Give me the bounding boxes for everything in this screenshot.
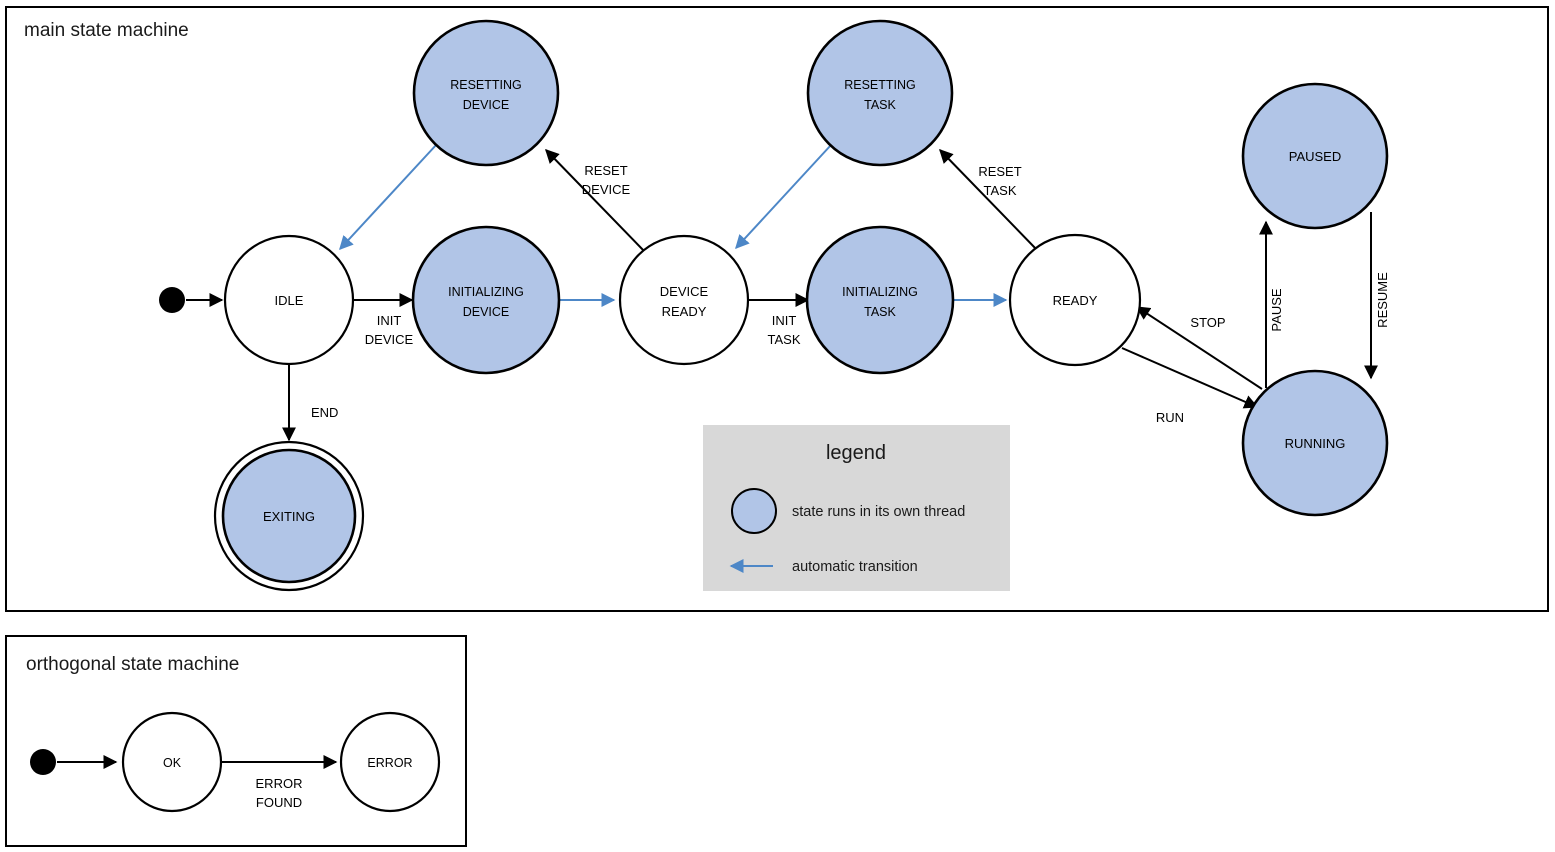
state-circle-error[interactable] bbox=[339, 711, 441, 813]
edge-label-pause: PAUSE bbox=[1269, 288, 1284, 331]
edge-ready-to-running bbox=[1121, 347, 1259, 409]
transition-resetting-task-device-ready bbox=[735, 144, 832, 250]
state-node-exiting[interactable]: EXITING bbox=[213, 440, 365, 592]
edge-label-run: RUN bbox=[1156, 410, 1184, 425]
state-label-ok: OK bbox=[163, 756, 182, 770]
state-node-resetting-task[interactable]: RESETTING TASK bbox=[806, 19, 954, 167]
state-circle-initializing-device[interactable] bbox=[411, 225, 561, 375]
state-label-resetting-task-line1: RESETTING bbox=[844, 78, 916, 92]
transition-running-paused: PAUSE bbox=[1259, 220, 1284, 388]
legend-panel: legend state runs in its own thread auto… bbox=[703, 425, 1010, 591]
edge-resetting-task-to-device-ready bbox=[735, 144, 832, 250]
thread-state-circle-icon bbox=[731, 488, 777, 534]
state-circle-ok[interactable] bbox=[121, 711, 223, 813]
main-transitions-layer: INIT DEVICE END RESET DEVICE bbox=[159, 143, 1390, 442]
edge-label-reset-task-line1: RESET bbox=[978, 164, 1021, 179]
edge-label-init-device-line1: INIT bbox=[377, 313, 402, 328]
edge-device-ready-to-resetting-device bbox=[545, 148, 646, 253]
edge-label-init-task-line1: INIT bbox=[772, 313, 797, 328]
state-label-paused: PAUSED bbox=[1289, 149, 1342, 164]
state-node-idle[interactable]: IDLE bbox=[223, 234, 355, 366]
state-label-initializing-task-line1: INITIALIZING bbox=[842, 285, 918, 299]
state-circle-resetting-device[interactable] bbox=[412, 19, 560, 167]
transition-device-ready-initializing-task: INIT TASK bbox=[749, 293, 810, 347]
orthogonal-state-machine-frame: orthogonal state machine ERROR FOUND OK … bbox=[5, 635, 467, 847]
transition-idle-exiting: END bbox=[282, 365, 338, 442]
orthogonal-state-node-error[interactable]: ERROR bbox=[339, 711, 441, 813]
legend-entry-automatic-transition: automatic transition bbox=[729, 559, 918, 575]
state-label-initializing-task-line2: TASK bbox=[864, 305, 896, 319]
edge-label-reset-task-line2: TASK bbox=[984, 183, 1017, 198]
orthogonal-transition-start-ok bbox=[30, 749, 118, 775]
state-label-ready: READY bbox=[1053, 293, 1098, 308]
state-label-running: RUNNING bbox=[1285, 436, 1346, 451]
transition-start-idle bbox=[159, 287, 224, 313]
state-label-initializing-device-line2: DEVICE bbox=[463, 305, 510, 319]
state-node-initializing-task[interactable]: INITIALIZING TASK bbox=[805, 225, 955, 375]
transition-device-ready-resetting-device: RESET DEVICE bbox=[545, 148, 646, 253]
edge-label-resume: RESUME bbox=[1375, 272, 1390, 328]
state-circle-running[interactable] bbox=[1241, 369, 1389, 517]
legend-label-thread-state: state runs in its own thread bbox=[792, 504, 965, 520]
transition-idle-initializing-device: INIT DEVICE bbox=[354, 293, 414, 347]
orthogonal-state-node-ok[interactable]: OK bbox=[121, 711, 223, 813]
edge-running-to-ready bbox=[1135, 306, 1263, 390]
state-label-device-ready-line1: DEVICE bbox=[660, 284, 709, 299]
edge-resetting-device-to-idle bbox=[339, 143, 438, 251]
orthogonal-initial-state-dot bbox=[30, 749, 56, 775]
edge-ready-to-resetting-task bbox=[939, 148, 1039, 252]
state-circle-exiting[interactable] bbox=[221, 448, 357, 584]
state-node-device-ready[interactable]: DEVICE READY bbox=[618, 234, 750, 366]
state-circle-device-ready[interactable] bbox=[618, 234, 750, 366]
main-state-machine-title: main state machine bbox=[24, 20, 189, 41]
state-label-error: ERROR bbox=[367, 756, 412, 770]
edge-label-reset-device-line1: RESET bbox=[584, 163, 627, 178]
main-states-layer: IDLE RESETTING DEVICE INITIALIZING DEVIC… bbox=[213, 19, 1389, 592]
orthogonal-state-machine-title: orthogonal state machine bbox=[26, 654, 239, 675]
edge-label-error-found-line1: ERROR bbox=[256, 776, 303, 791]
edge-label-reset-device-line2: DEVICE bbox=[582, 182, 631, 197]
transition-running-ready: STOP bbox=[1135, 306, 1263, 390]
legend-title: legend bbox=[826, 442, 886, 464]
orthogonal-transition-ok-error: ERROR FOUND bbox=[221, 755, 338, 810]
state-node-initializing-device[interactable]: INITIALIZING DEVICE bbox=[411, 225, 561, 375]
state-circle-idle[interactable] bbox=[223, 234, 355, 366]
state-node-resetting-device[interactable]: RESETTING DEVICE bbox=[412, 19, 560, 167]
state-circle-initializing-task[interactable] bbox=[805, 225, 955, 375]
state-node-ready[interactable]: READY bbox=[1008, 233, 1142, 367]
initial-state-dot bbox=[159, 287, 185, 313]
state-node-paused[interactable]: PAUSED bbox=[1241, 82, 1389, 230]
state-label-initializing-device-line1: INITIALIZING bbox=[448, 285, 524, 299]
edge-label-init-device-line2: DEVICE bbox=[365, 332, 414, 347]
transition-paused-running: RESUME bbox=[1364, 212, 1390, 380]
edge-label-error-found-line2: FOUND bbox=[256, 795, 302, 810]
transition-resetting-device-idle bbox=[339, 143, 438, 251]
state-circle-paused[interactable] bbox=[1241, 82, 1389, 230]
transition-ready-running: RUN bbox=[1121, 347, 1259, 425]
state-circle-ready[interactable] bbox=[1008, 233, 1142, 367]
state-final-ring-exiting bbox=[213, 440, 365, 592]
state-label-device-ready-line2: READY bbox=[662, 304, 707, 319]
legend-label-automatic-transition: automatic transition bbox=[792, 559, 918, 575]
state-label-idle: IDLE bbox=[275, 293, 304, 308]
edge-label-stop: STOP bbox=[1190, 315, 1225, 330]
state-label-exiting: EXITING bbox=[263, 509, 315, 524]
state-label-resetting-task-line2: TASK bbox=[864, 98, 896, 112]
edge-label-init-task-line2: TASK bbox=[768, 332, 801, 347]
state-node-running[interactable]: RUNNING bbox=[1241, 369, 1389, 517]
legend-entry-thread-state: state runs in its own thread bbox=[731, 488, 965, 534]
edge-label-end: END bbox=[311, 405, 338, 420]
state-circle-resetting-task[interactable] bbox=[806, 19, 954, 167]
transition-ready-resetting-task: RESET TASK bbox=[939, 148, 1039, 252]
state-label-resetting-device-line1: RESETTING bbox=[450, 78, 522, 92]
state-label-resetting-device-line2: DEVICE bbox=[463, 98, 510, 112]
